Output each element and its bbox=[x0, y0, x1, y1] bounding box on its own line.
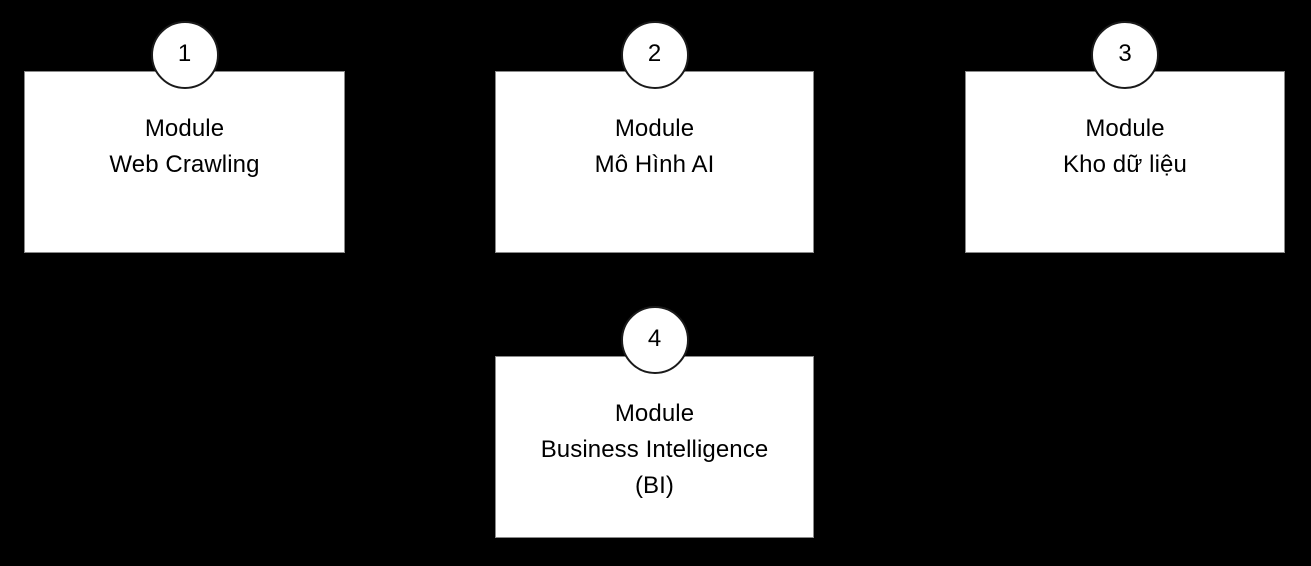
node-4-number-badge: 4 bbox=[620, 306, 689, 374]
node-3-badge-number: 3 bbox=[1118, 40, 1132, 67]
node-3-number-badge: 3 bbox=[1091, 21, 1159, 89]
module-node-2[interactable]: Module Mô Hình AI 2 bbox=[495, 21, 814, 253]
node-3-label: Module Kho dữ liệu bbox=[1063, 115, 1187, 178]
node-2-label: Module Mô Hình AI bbox=[594, 115, 715, 178]
node-4-label: Module Business Intelligence (BI) bbox=[540, 400, 769, 499]
node-4-badge-number: 4 bbox=[647, 325, 662, 352]
module-node-3[interactable]: Module Kho dữ liệu 3 bbox=[965, 21, 1285, 253]
node-2-box bbox=[495, 71, 814, 253]
node-2-badge-number: 2 bbox=[647, 40, 662, 67]
node-4-box bbox=[495, 356, 814, 538]
node-1-box bbox=[24, 71, 345, 253]
node-1-badge-number: 1 bbox=[177, 40, 192, 67]
module-node-4[interactable]: Module Business Intelligence (BI) 4 bbox=[495, 306, 814, 538]
node-3-box bbox=[965, 71, 1285, 253]
node-2-number-badge: 2 bbox=[620, 21, 689, 89]
node-1-label: Module Web Crawling bbox=[109, 115, 260, 178]
node-1-number-badge: 1 bbox=[150, 21, 219, 89]
module-node-1[interactable]: Module Web Crawling 1 bbox=[24, 21, 345, 253]
